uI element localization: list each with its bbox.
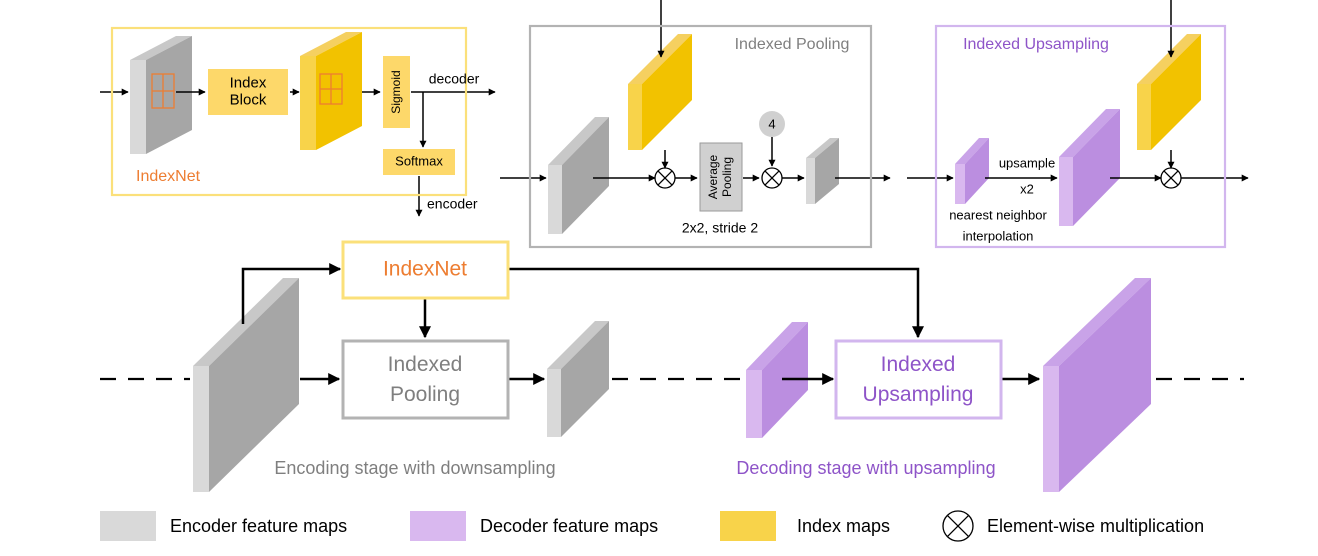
encoding-stage-caption: Encoding stage with downsampling <box>274 458 555 478</box>
encoder-feature-map-large <box>193 278 299 492</box>
upsample-label: upsample <box>999 155 1055 170</box>
legend-label-otimes: Element-wise multiplication <box>987 516 1204 536</box>
softmax-label: Softmax <box>395 153 443 168</box>
pooling-panel-border <box>528 24 873 249</box>
interpolation-label-line2: interpolation <box>963 228 1034 243</box>
upsample-factor-label: x2 <box>1020 181 1034 196</box>
scale-factor-circle <box>759 111 785 137</box>
indexnet-panel-title: IndexNet <box>136 168 201 185</box>
pooling-panel-title: Indexed Pooling <box>735 36 850 53</box>
indexnet-input-grid <box>151 73 175 109</box>
legend-swatch-index <box>720 511 776 541</box>
indexed-pooling-box <box>341 339 510 420</box>
arrow-to-indexnet <box>241 263 342 324</box>
legend-swatch-otimes <box>942 510 974 542</box>
indexnet-panel-border <box>110 26 468 197</box>
interpolation-label-line1: nearest neighbor <box>949 207 1047 222</box>
sigmoid-block <box>383 56 410 128</box>
decoding-stage-caption: Decoding stage with upsampling <box>736 458 995 478</box>
legend-label-encoder: Encoder feature maps <box>170 516 347 536</box>
pooling-index-map <box>628 34 692 150</box>
upsampling-index-map <box>1137 34 1201 150</box>
upsampling-output-feature-map <box>1059 109 1120 226</box>
box-layer <box>100 24 1227 542</box>
upsampling-panel-border <box>934 24 1227 249</box>
indexnet-index-grid <box>319 73 343 105</box>
upsampling-panel-title: Indexed Upsampling <box>963 36 1109 53</box>
sigmoid-label: Sigmoid <box>389 70 403 113</box>
upsampling-input-feature-map <box>955 138 989 204</box>
indexnet-input-feature-map <box>130 36 192 154</box>
pooling-mult2-symbol <box>761 167 783 189</box>
pooling-input-feature-map <box>548 117 609 234</box>
pooling-output-feature-map <box>806 138 839 204</box>
average-pooling-label: AveragePooling <box>706 154 734 199</box>
upsampling-mult-symbol <box>1160 167 1182 189</box>
pooling-mult1-symbol <box>654 167 676 189</box>
index-block <box>208 69 288 115</box>
legend-swatch-decoder <box>410 511 466 541</box>
indexed-upsampling-box <box>834 339 1003 420</box>
feature-map-layer <box>130 32 1201 492</box>
encoder-feature-map-small <box>547 321 609 437</box>
decoder-feature-map-large <box>1043 278 1151 492</box>
arrow-indexnet-to-upsampling <box>508 267 924 339</box>
legend-swatch-encoder <box>100 511 156 541</box>
legend-label-index: Index maps <box>797 516 890 536</box>
legend-label-decoder: Decoder feature maps <box>480 516 658 536</box>
encoder-output-label: encoder <box>427 196 478 212</box>
indexnet-box-label: IndexNet <box>383 258 467 281</box>
decoder-output-label: decoder <box>429 71 480 87</box>
indexnet-box <box>341 240 510 300</box>
scale-factor-label: 4 <box>768 116 775 131</box>
indexnet-index-map <box>300 32 362 150</box>
pooling-caption: 2x2, stride 2 <box>682 220 758 236</box>
average-pooling-block <box>699 142 743 212</box>
connector-layer <box>100 0 1249 385</box>
softmax-block <box>383 149 455 175</box>
